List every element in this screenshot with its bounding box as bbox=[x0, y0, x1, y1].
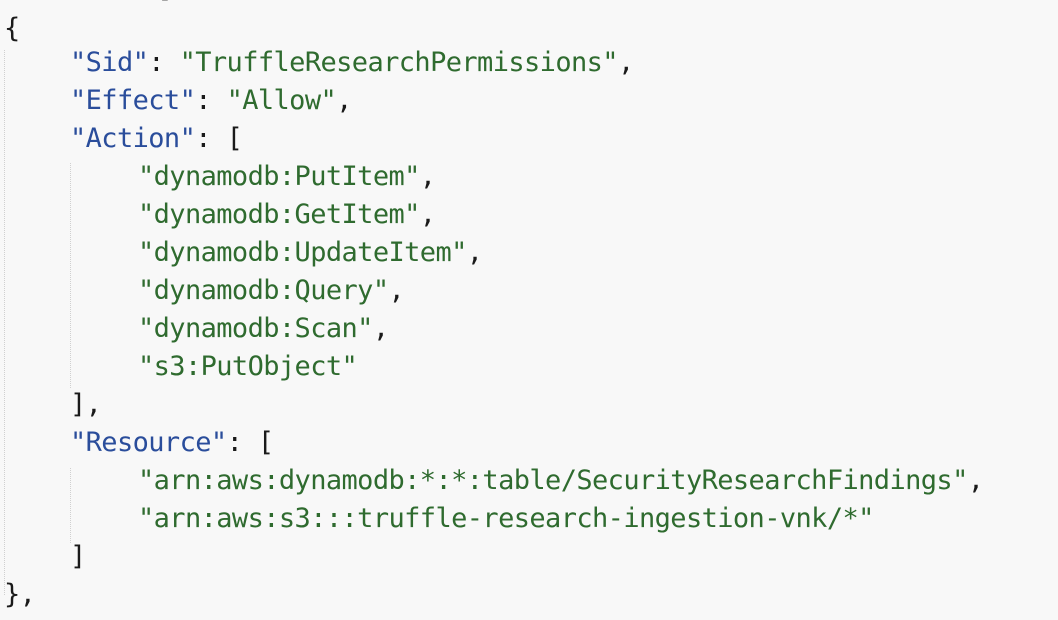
close-brace: }, bbox=[4, 579, 36, 610]
comma: , bbox=[372, 313, 389, 344]
action-value: "dynamodb:UpdateItem" bbox=[138, 237, 467, 268]
effect-value: "Allow" bbox=[226, 85, 337, 116]
resource-item: "arn:aws:dynamodb:*:*:table/SecurityRese… bbox=[138, 462, 984, 500]
action-value: "dynamodb:PutItem" bbox=[138, 161, 420, 192]
open-bracket: [ bbox=[226, 123, 243, 154]
code-line-effect: "Effect": "Allow", bbox=[70, 82, 352, 120]
sid-key: "Sid" bbox=[70, 47, 149, 78]
comma: , bbox=[336, 85, 352, 116]
resource-item: "arn:aws:s3:::truffle-research-ingestion… bbox=[138, 500, 874, 538]
indent-guide-outer bbox=[4, 50, 5, 595]
action-value: "dynamodb:Query" bbox=[138, 275, 389, 306]
action-item: "dynamodb:PutItem", bbox=[138, 158, 436, 196]
sid-value: "TruffleResearchPermissions" bbox=[179, 47, 619, 78]
action-value: "dynamodb:GetItem" bbox=[138, 199, 420, 230]
comma: , bbox=[419, 161, 436, 192]
open-brace: { bbox=[4, 13, 20, 44]
code-line-resource: "Resource": [ bbox=[70, 424, 274, 462]
action-item: "dynamodb:GetItem", bbox=[138, 196, 436, 234]
colon: : bbox=[195, 123, 227, 154]
action-item: "dynamodb:UpdateItem", bbox=[138, 234, 483, 272]
comma: , bbox=[388, 275, 405, 306]
comma: , bbox=[466, 237, 483, 268]
action-value: "dynamodb:Scan" bbox=[138, 313, 373, 344]
bracket-fragment: [ bbox=[156, 0, 172, 4]
code-line-action: "Action": [ bbox=[70, 120, 243, 158]
indent-guide-resource bbox=[70, 468, 71, 543]
comma: , bbox=[419, 199, 436, 230]
prev-line-fragment: [ bbox=[156, 0, 172, 8]
resource-value: "arn:aws:dynamodb:*:*:table/SecurityRese… bbox=[138, 465, 968, 496]
open-bracket: [ bbox=[257, 427, 274, 458]
code-line-close-brace: }, bbox=[4, 576, 36, 614]
code-line-open-brace: { bbox=[4, 10, 20, 48]
indent-guide-action bbox=[70, 163, 71, 388]
action-key: "Action" bbox=[70, 123, 196, 154]
code-line-action-close: ], bbox=[70, 386, 102, 424]
close-bracket: ], bbox=[70, 389, 102, 420]
resource-key: "Resource" bbox=[70, 427, 227, 458]
resource-value: "arn:aws:s3:::truffle-research-ingestion… bbox=[138, 503, 874, 534]
comma: , bbox=[967, 465, 984, 496]
effect-key: "Effect" bbox=[70, 85, 196, 116]
colon: : bbox=[148, 47, 180, 78]
action-item: "s3:PutObject" bbox=[138, 348, 358, 386]
code-line-sid: "Sid": "TruffleResearchPermissions", bbox=[70, 44, 634, 82]
action-value: "s3:PutObject" bbox=[138, 351, 358, 382]
action-item: "dynamodb:Query", bbox=[138, 272, 405, 310]
colon: : bbox=[195, 85, 227, 116]
action-item: "dynamodb:Scan", bbox=[138, 310, 389, 348]
comma: , bbox=[617, 47, 634, 78]
colon: : bbox=[226, 427, 258, 458]
close-bracket: ] bbox=[70, 541, 86, 572]
code-line-resource-close: ] bbox=[70, 538, 86, 576]
